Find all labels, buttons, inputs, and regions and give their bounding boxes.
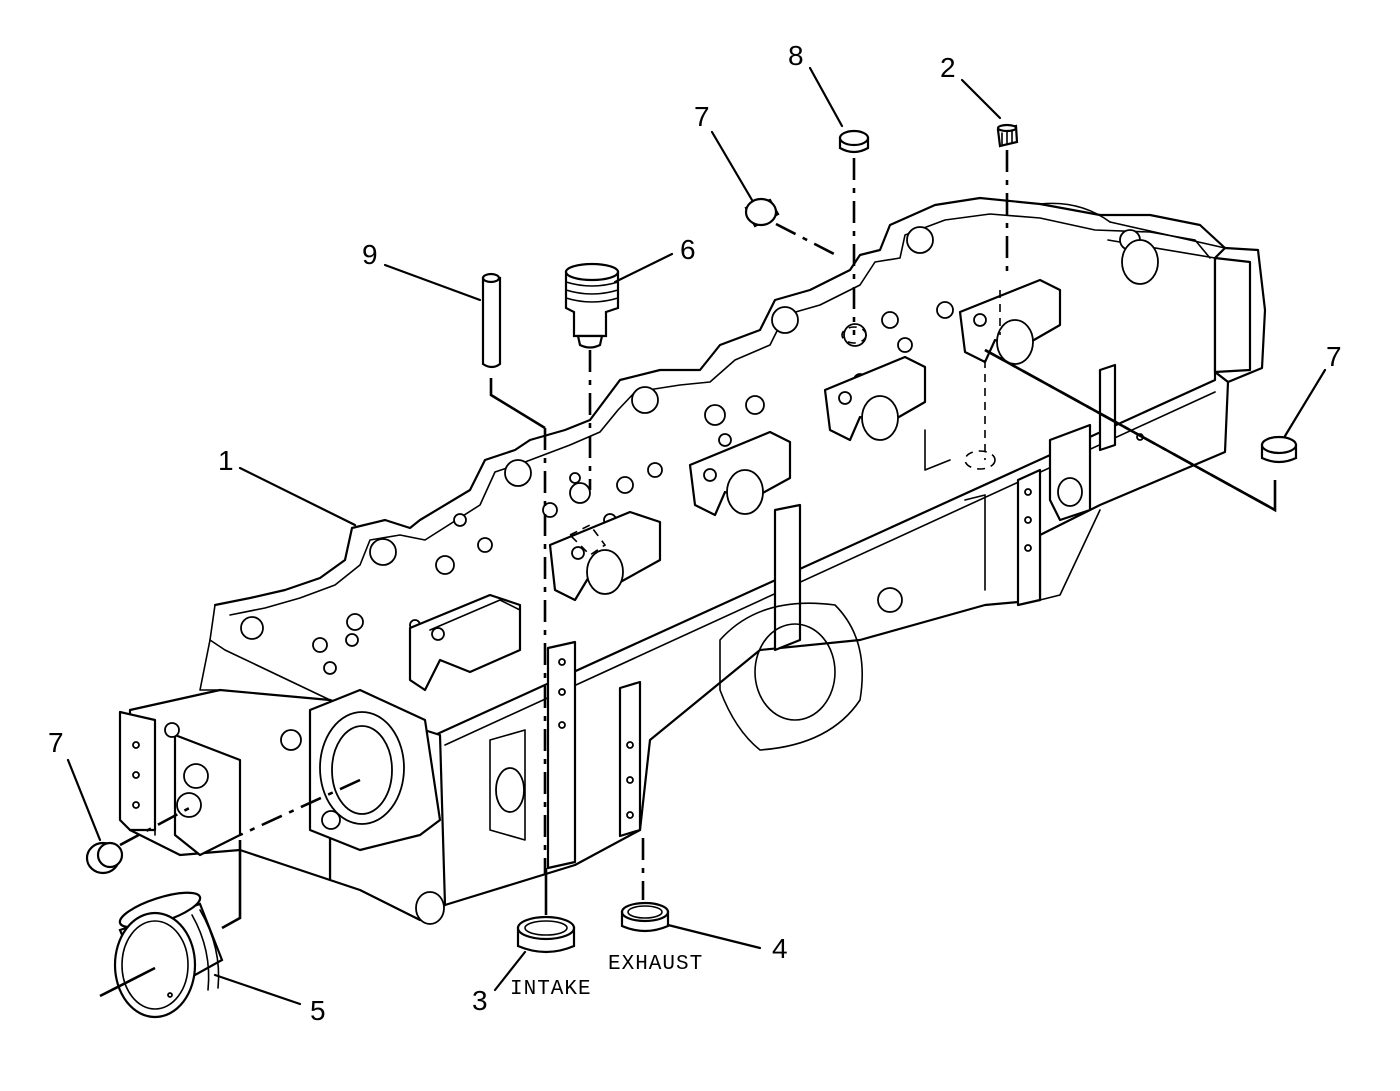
part-9-tube: [481, 272, 502, 369]
callout-2: 2: [940, 52, 956, 83]
part-5-sleeve: [113, 891, 224, 1019]
part-4-exhaust-seat: [620, 901, 670, 933]
leader-lines: [66, 66, 1327, 1006]
callout-9: 9: [362, 239, 378, 270]
callout-7-top: 7: [694, 101, 710, 132]
part-7-plug-left: [85, 841, 124, 875]
part-7-plug-top: [744, 197, 780, 228]
cylinder-head: [118, 196, 1267, 925]
rocker-pedestals: [408, 239, 1159, 692]
callout-4: 4: [772, 933, 788, 964]
exhaust-label: EXHAUST: [608, 953, 703, 976]
callout-3: 3: [472, 985, 488, 1016]
intake-label: INTAKE: [510, 978, 592, 1001]
callout-7-left: 7: [48, 727, 64, 758]
callout-6: 6: [680, 234, 696, 265]
part-6-injector-sleeve: [564, 262, 620, 349]
part-8-plug: [838, 129, 870, 154]
assembly-lines: [99, 150, 1277, 998]
callout-7-right: 7: [1326, 341, 1342, 372]
part-3-intake-seat: [516, 915, 576, 954]
callout-1: 1: [218, 445, 234, 476]
part-7-plug-right: [1260, 435, 1298, 464]
part-2-plug: [996, 123, 1019, 148]
callout-8: 8: [788, 40, 804, 71]
callout-5: 5: [310, 995, 326, 1026]
